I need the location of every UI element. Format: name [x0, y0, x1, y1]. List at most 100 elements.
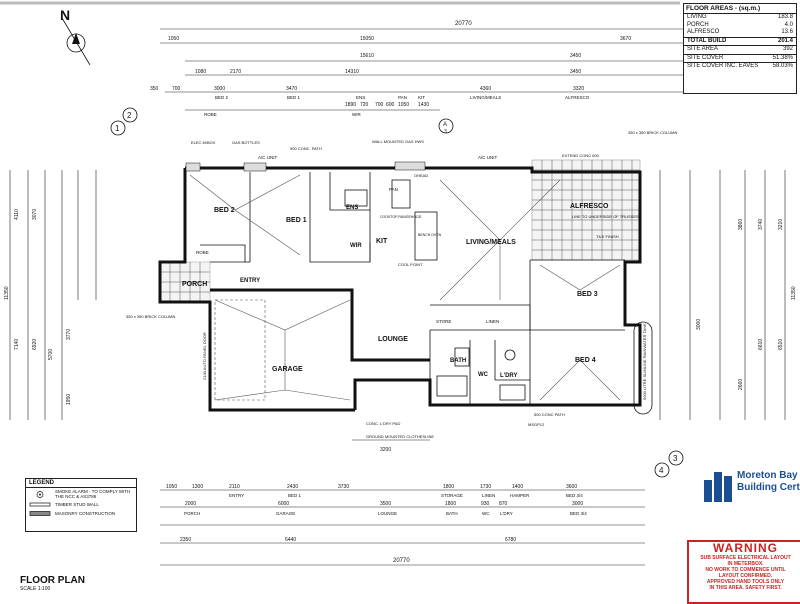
dim-top-lbl-alfresco: ALFRESCO	[565, 95, 590, 100]
dim-top-lbl-kit: KIT	[418, 95, 425, 100]
area-row-living: LIVING 183.8	[687, 14, 793, 20]
dim-bot-r2-2: 3500	[380, 501, 391, 507]
fixtures	[185, 161, 526, 401]
right-dimensions: 3860 3740 3210 11350 6610 6510 2660 3000	[659, 170, 797, 420]
room-bath: BATH	[450, 358, 466, 364]
timber-wall-icon	[29, 501, 51, 508]
dim-left-overall: 11350	[4, 286, 10, 300]
dim-bot-r3-2: 6780	[505, 537, 516, 543]
dim-bot-overall: 20770	[393, 558, 410, 564]
dim-top-lbl-pan: PAN	[398, 95, 407, 100]
dim-left-3770: 3770	[66, 329, 72, 340]
dim-top-lbl-ens: ENS	[356, 95, 365, 100]
room-bed1: BED 1	[286, 217, 307, 224]
dim-top-r4-3: 1080	[195, 69, 206, 75]
dim-bot-r1-8: 3600	[566, 484, 577, 490]
porch-hatch	[159, 261, 211, 303]
certifier-logo: Moreton Bay Building Cert	[700, 468, 800, 508]
dim-bot-r1-1: 1300	[192, 484, 203, 490]
ann-cooktop: COOKTOP RANGEHOOD	[380, 215, 422, 219]
dim-top-lbl-living: LIVING/MEALS	[470, 95, 501, 100]
room-ens: ENS	[346, 205, 358, 211]
masonry-wall-icon	[29, 510, 51, 517]
room-bed4: BED 4	[575, 357, 596, 364]
external-walls	[158, 166, 642, 412]
area-row-alfresco: ALFRESCO 13.6	[687, 29, 793, 35]
dim-top-r4-9: 4360	[480, 86, 491, 92]
dim-bot-r2-0: 2000	[185, 501, 196, 507]
dim-right-overall: 11350	[791, 286, 797, 300]
floor-areas-table: FLOOR AREAS - (sq.m.) LIVING 183.8 PORCH…	[683, 3, 797, 94]
area-row-site-area: SITE AREA 392	[687, 46, 793, 52]
room-alfresco: ALFRESCO	[570, 203, 609, 210]
legend-smoke-label: SMOKE ALARM - TO COMPLY WITH THE NCC & A…	[55, 489, 131, 499]
dim-bot-r1-7: 1400	[512, 484, 523, 490]
section-marker-3: 3	[444, 129, 447, 135]
room-porch: PORCH	[182, 281, 207, 288]
ann-bench: BENCH OVEN	[418, 233, 442, 237]
dim-top-r4-10: 3320	[573, 86, 584, 92]
room-kit: KIT	[376, 238, 388, 245]
dim-top-r3-b: 3450	[570, 69, 581, 75]
room-entry: ENTRY	[240, 278, 260, 284]
area-row-site-cover-eaves: SITE COVER INC. EAVES 58.03%	[684, 62, 796, 71]
ann-cool-point: COOL POINT	[398, 262, 423, 267]
room-pan: PAN	[389, 187, 398, 192]
section-marker-1: 1	[115, 124, 120, 133]
dim-bot-r1-4: 3730	[338, 484, 349, 490]
dim-right-6610: 6610	[758, 339, 764, 350]
dim-top-r1-a: 1050	[168, 36, 179, 42]
dim-right-3000: 3000	[696, 319, 702, 330]
section-marker-a: A	[443, 122, 447, 128]
dim-top-600: 600	[386, 102, 395, 108]
dim-bot-r2-5: 870	[499, 501, 508, 507]
certifier-name-line1: Moreton Bay	[737, 470, 798, 481]
room-living-meals: LIVING/MEALS	[466, 239, 516, 246]
compass-north-label: N	[60, 7, 70, 23]
left-dimensions: 11350 4110 3070 7140 6920 5700 3770 1950	[4, 170, 97, 420]
legend-item-timber: TIMBER STUD WALL	[26, 500, 136, 509]
dim-bot-r1-0: 1050	[166, 484, 177, 490]
ann-wall-gas: WALL MOUNTED GAS HWS	[372, 139, 424, 144]
ann-msgp12: MSGP12	[528, 422, 545, 427]
ann-clothesline: GROUND MOUNTED CLOTHESLINE	[366, 434, 434, 439]
dim-left-3070: 3070	[32, 209, 38, 220]
room-robe: ROBE	[196, 250, 209, 255]
certifier-name-line2: Building Cert	[737, 482, 800, 493]
internal-walls	[200, 172, 625, 405]
dim-bot-r2-3: 1800	[445, 501, 456, 507]
dim-bot-lbl-wc: WC	[482, 511, 490, 516]
plan-scale: SCALE 1:100	[20, 586, 51, 592]
dim-bot-lbl-ldry: L'DRY	[500, 511, 513, 516]
section-marker-3b: 3	[673, 454, 678, 463]
dim-right-3210: 3210	[778, 219, 784, 230]
area-row-porch: PORCH 4.0	[687, 21, 793, 28]
ann-conc-path-500: 500 CONC PATH	[534, 412, 565, 417]
room-lounge: LOUNGE	[378, 336, 408, 343]
legend-box: LEGEND SMOKE ALARM - TO COMPLY WITH THE …	[25, 478, 137, 532]
dim-top-r4-0: 350	[150, 86, 159, 92]
dim-top-r2-b: 3450	[570, 53, 581, 59]
dim-top-r4-5: 3470	[286, 86, 297, 92]
room-store: STORE	[436, 319, 451, 324]
room-ldry: L'DRY	[500, 373, 518, 379]
ann-brick-col: 350 x 350 BRICK COLUMN	[628, 130, 677, 135]
certifier-logo-icon	[704, 472, 732, 502]
dim-bot-lbl-linen: LINEN	[482, 493, 495, 498]
north-compass: N	[60, 7, 91, 66]
ann-line-trusses: LINE TO UNDERSIDE OF TRUSSES	[572, 214, 639, 219]
dim-bot-r2-4: 930	[481, 501, 490, 507]
dim-top-lbl-wir: WIR	[352, 112, 361, 117]
dim-top-r4-8: 1050	[398, 102, 409, 108]
section-markers: 1 2 A 3 4 3	[110, 107, 684, 478]
legend-title: LEGEND	[26, 479, 136, 488]
dim-bot-lbl-lounge: LOUNGE	[378, 511, 397, 516]
dim-bot-lbl-bed34b: BED 3/4	[570, 511, 587, 516]
dim-top-lbl-bed1: BED 1	[287, 95, 301, 100]
dim-left-1950: 1950	[66, 394, 72, 405]
tank-label: 5000 LITRE SLIMLINE RAINWATER TANK	[642, 323, 647, 400]
dim-right-3740: 3740	[758, 219, 764, 230]
ann-tile-finish: TILE FINISH	[596, 234, 619, 239]
room-bed3: BED 3	[577, 291, 598, 298]
bottom-dimensions: 3200 1050 1300 2110 2430 3730 1800 1730 …	[160, 439, 645, 566]
